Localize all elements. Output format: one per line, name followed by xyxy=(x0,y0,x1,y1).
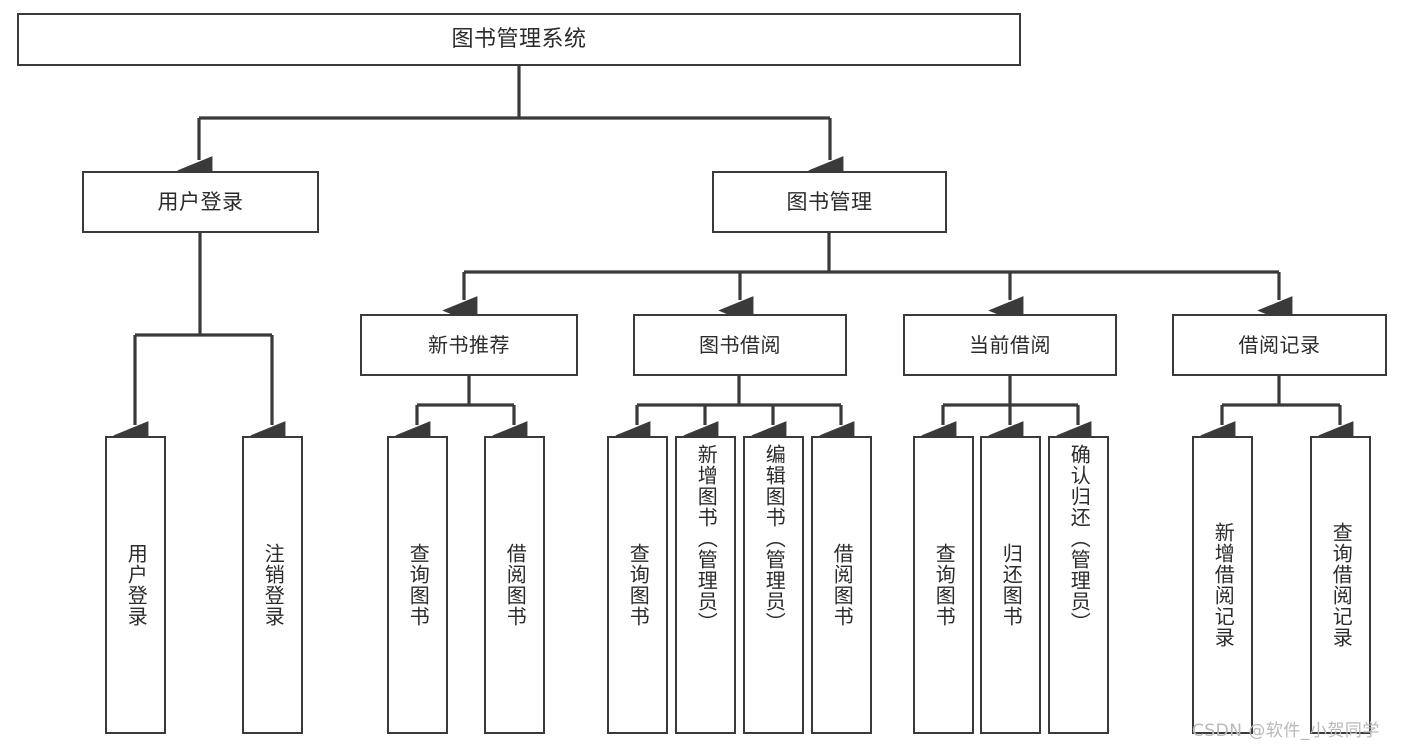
node-label: 借阅图书 xyxy=(830,543,855,627)
node-current-borrow[interactable]: 当前借阅 xyxy=(903,314,1117,376)
node-label: 确认归还（管理员） xyxy=(1067,444,1092,633)
node-label: 图书管理 xyxy=(786,189,873,214)
leaf-query-book-current[interactable]: 查询图书 xyxy=(913,436,974,734)
node-book-borrow[interactable]: 图书借阅 xyxy=(633,314,847,376)
node-root-system[interactable]: 图书管理系统 xyxy=(17,13,1021,66)
node-label: 归还图书 xyxy=(999,543,1024,627)
node-label: 借阅图书 xyxy=(503,543,528,627)
node-label: 借阅记录 xyxy=(1238,332,1321,357)
node-new-book-recommend[interactable]: 新书推荐 xyxy=(360,314,578,376)
leaf-query-book-borrow[interactable]: 查询图书 xyxy=(607,436,668,734)
node-label: 图书管理系统 xyxy=(451,26,587,52)
leaf-add-book[interactable]: 新增图书（管理员） xyxy=(675,436,736,734)
node-label: 注销登录 xyxy=(261,543,286,627)
node-label: 用户登录 xyxy=(124,543,149,627)
leaf-logout-login[interactable]: 注销登录 xyxy=(242,436,303,734)
node-label: 编辑图书（管理员） xyxy=(762,444,787,633)
leaf-return-book[interactable]: 归还图书 xyxy=(980,436,1041,734)
node-label: 新书推荐 xyxy=(428,332,510,357)
node-label: 新增借阅记录 xyxy=(1211,522,1236,648)
leaf-edit-book[interactable]: 编辑图书（管理员） xyxy=(743,436,804,734)
node-label: 图书借阅 xyxy=(699,332,781,357)
leaf-query-borrow-record[interactable]: 查询借阅记录 xyxy=(1310,436,1371,734)
leaf-borrow-book[interactable]: 借阅图书 xyxy=(811,436,872,734)
node-label: 新增图书（管理员） xyxy=(694,444,719,633)
node-label: 查询图书 xyxy=(932,543,957,627)
leaf-add-borrow-record[interactable]: 新增借阅记录 xyxy=(1192,436,1253,734)
watermark: CSDN @软件_小贺同学 xyxy=(1192,721,1380,741)
node-label: 用户登录 xyxy=(157,189,244,214)
leaf-borrow-book-recommend[interactable]: 借阅图书 xyxy=(484,436,545,734)
node-book-manage[interactable]: 图书管理 xyxy=(712,171,947,233)
node-label: 查询图书 xyxy=(626,543,651,627)
leaf-query-book-recommend[interactable]: 查询图书 xyxy=(387,436,448,734)
leaf-confirm-return[interactable]: 确认归还（管理员） xyxy=(1048,436,1109,734)
node-borrow-record[interactable]: 借阅记录 xyxy=(1172,314,1387,376)
leaf-user-login[interactable]: 用户登录 xyxy=(105,436,166,734)
node-label: 查询图书 xyxy=(406,543,431,627)
node-user-login[interactable]: 用户登录 xyxy=(82,171,319,233)
node-label: 查询借阅记录 xyxy=(1329,522,1354,648)
node-label: 当前借阅 xyxy=(969,332,1051,357)
